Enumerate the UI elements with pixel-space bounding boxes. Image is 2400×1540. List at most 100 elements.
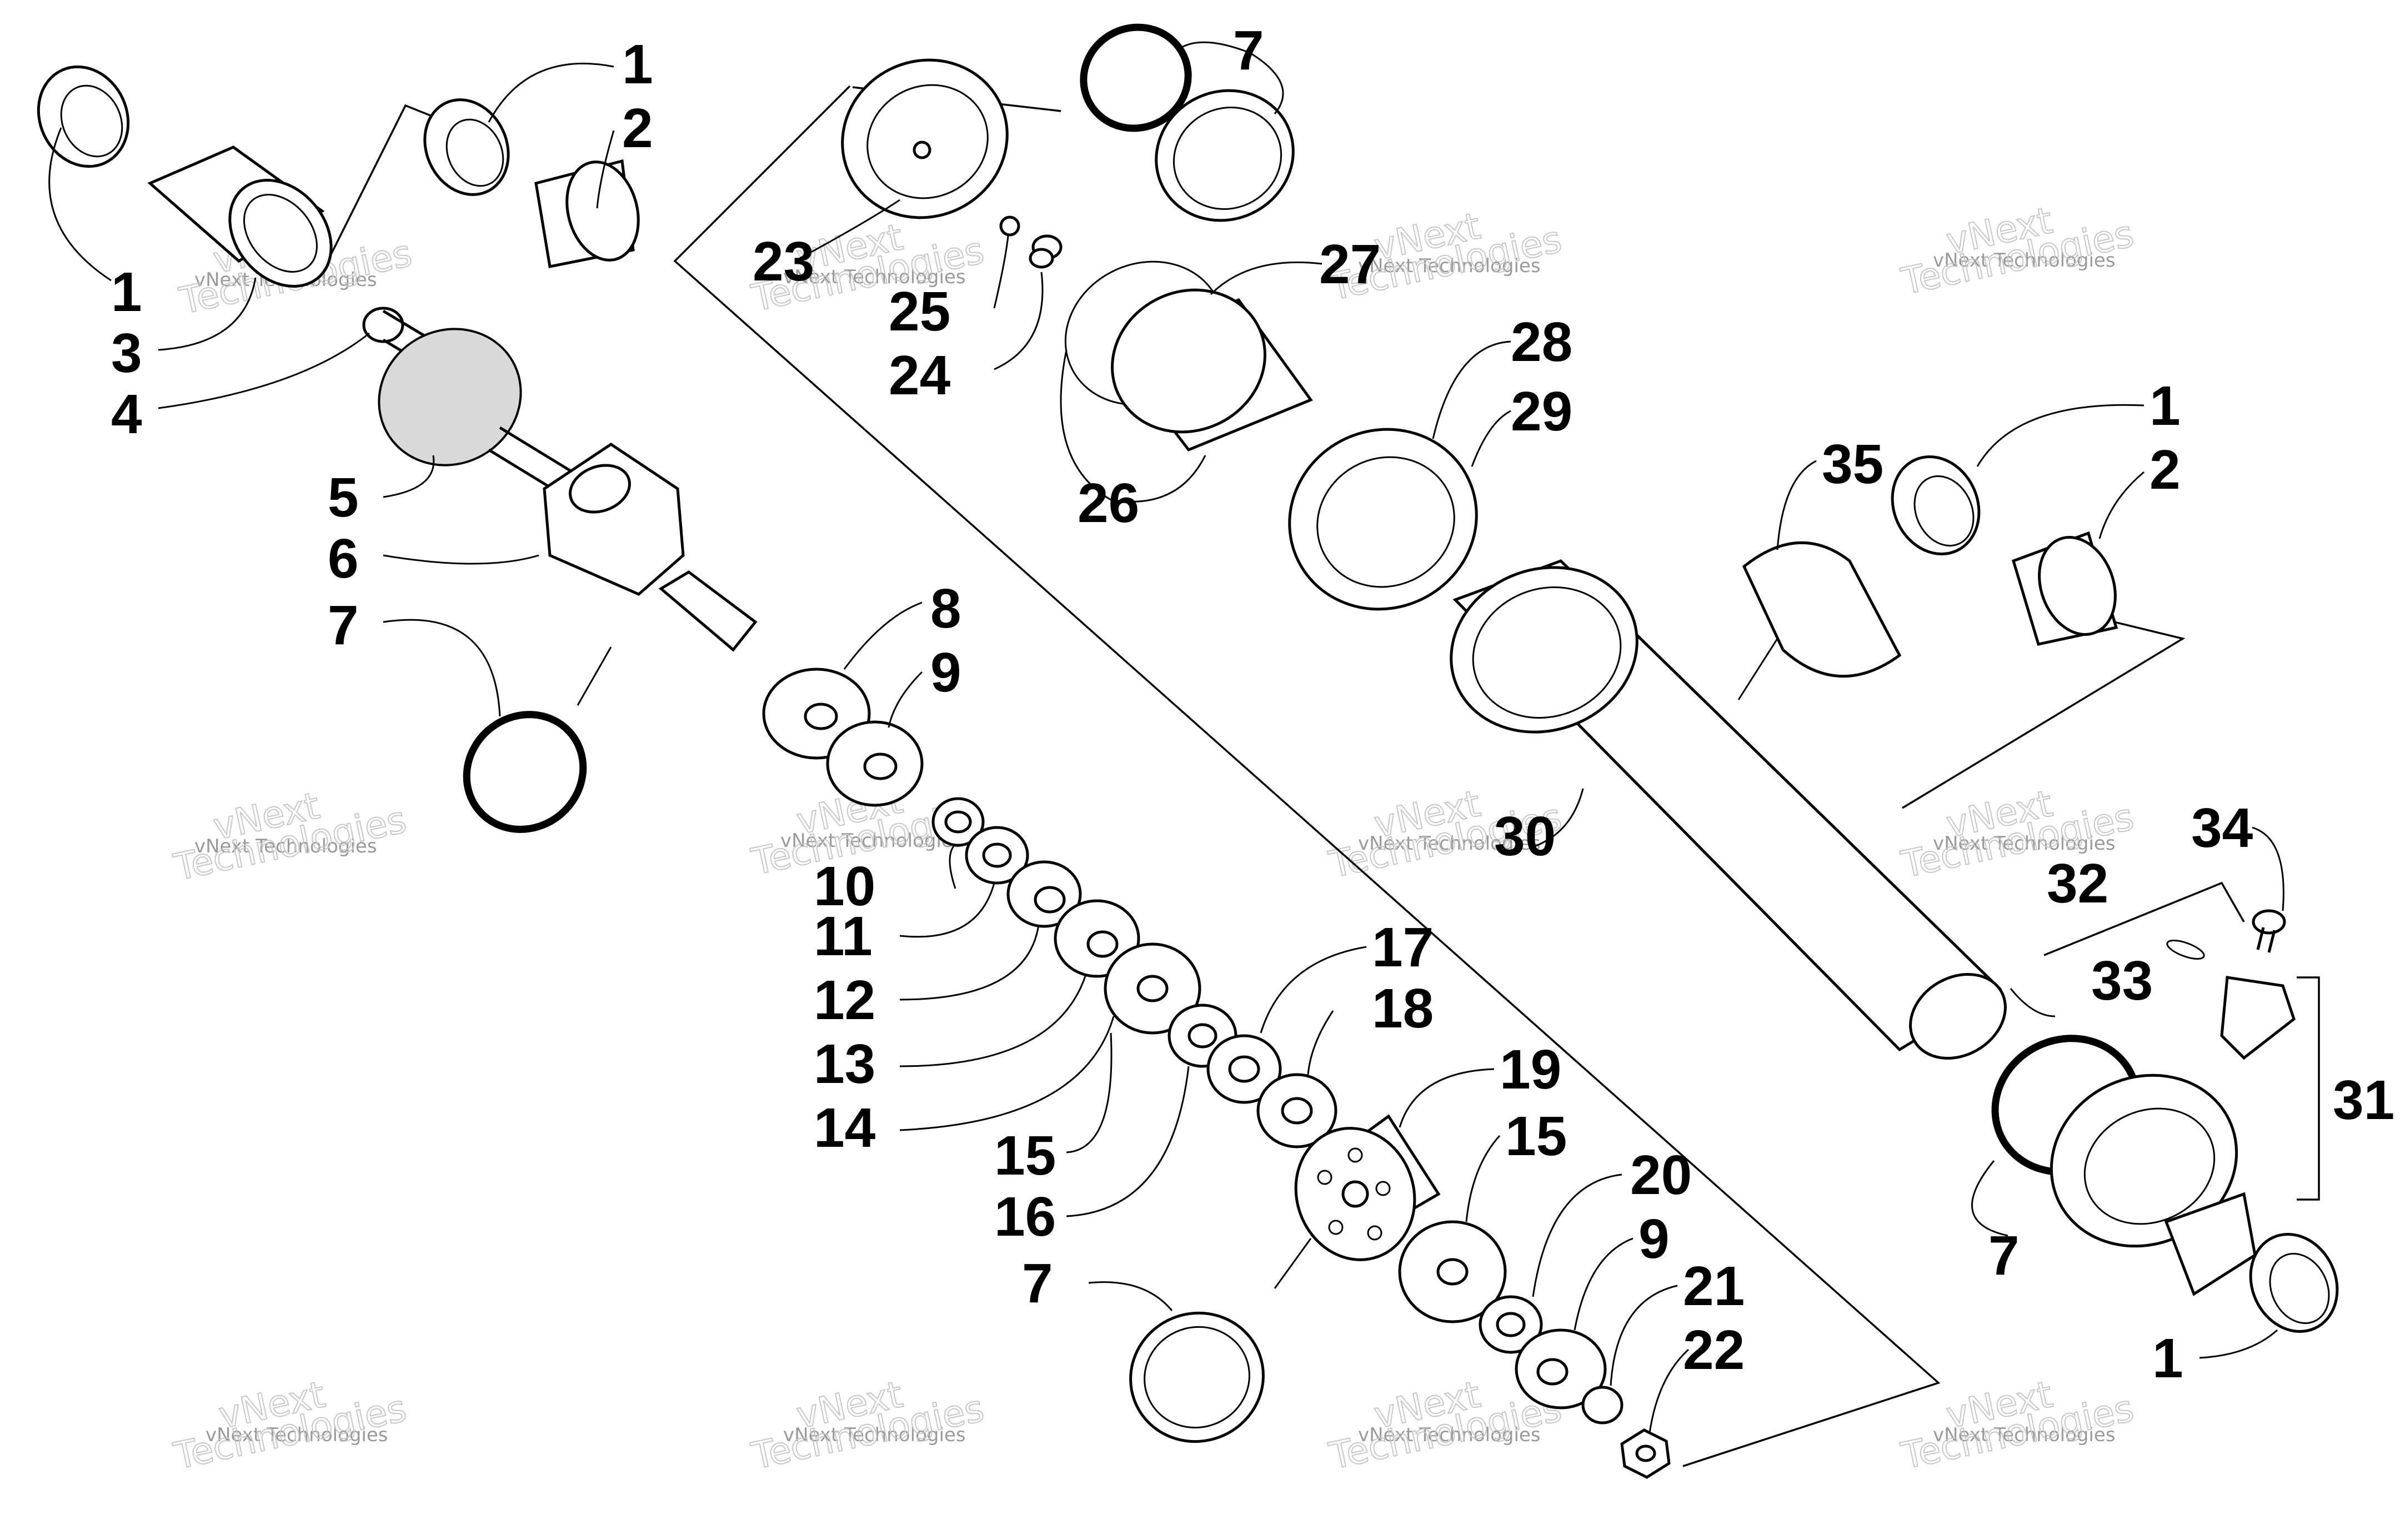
callout-label: 24 bbox=[889, 344, 951, 407]
leader-3 bbox=[158, 277, 257, 351]
leader-6 bbox=[383, 554, 539, 565]
callout-label: 7 bbox=[1233, 19, 1264, 82]
leader-35 bbox=[1776, 460, 1817, 550]
leader-7 bbox=[1971, 1160, 2008, 1237]
leader-18 bbox=[1307, 1010, 1334, 1075]
watermark-text: vNext Technologies bbox=[1933, 1424, 2116, 1446]
top-left-frame-line bbox=[327, 104, 434, 262]
callout-label: 7 bbox=[1022, 1252, 1053, 1315]
callout-label: 23 bbox=[753, 230, 814, 293]
leader-7 bbox=[383, 619, 501, 717]
leader-26-b bbox=[1110, 455, 1206, 503]
bushing-1-top-left bbox=[37, 65, 130, 168]
wear-band-7 bbox=[1129, 1311, 1265, 1443]
callout-label: 8 bbox=[930, 578, 961, 640]
watermark: vNext Technologies vNext Technologies bbox=[1897, 198, 2138, 304]
bumper-5 bbox=[378, 328, 522, 466]
callout-label: 17 bbox=[1372, 916, 1434, 979]
body-30 bbox=[1450, 559, 2007, 1060]
callout-label: 5 bbox=[328, 466, 359, 529]
callout-label: 1 bbox=[2152, 1327, 2183, 1389]
bushing-1-upper bbox=[423, 98, 510, 196]
callout-label: 32 bbox=[2047, 852, 2108, 915]
callout-label: 34 bbox=[2191, 797, 2253, 859]
watermark: vNext Technologies vNext Technologies bbox=[747, 215, 988, 320]
callout-label: 3 bbox=[111, 322, 142, 384]
seal-ring-7-top bbox=[1155, 89, 1295, 222]
leader-13 bbox=[899, 974, 1087, 1067]
callout-label: 14 bbox=[814, 1097, 876, 1159]
washer-21 bbox=[1581, 1386, 1624, 1424]
fitting-frame-line bbox=[2043, 881, 2245, 956]
leader-24 bbox=[994, 272, 1044, 370]
watermark-text: vNext Technologies bbox=[1933, 249, 2116, 272]
callout-label: 15 bbox=[1505, 1105, 1567, 1167]
leader-5 bbox=[383, 455, 435, 498]
leader-15 bbox=[1465, 1135, 1501, 1222]
reservoir-cap-23 bbox=[841, 58, 1009, 219]
leader-4 bbox=[158, 332, 370, 409]
leader-9 bbox=[888, 671, 923, 728]
shim-12 bbox=[1006, 860, 1082, 928]
leader-1 bbox=[48, 127, 112, 282]
shim-17 bbox=[1256, 1073, 1337, 1148]
shim-10 bbox=[931, 797, 985, 847]
leader-7 bbox=[1088, 1281, 1173, 1311]
leader-15 bbox=[1066, 1032, 1113, 1153]
watermark-text: vNext Technologies bbox=[1358, 832, 1541, 855]
guard-35 bbox=[1742, 541, 1902, 678]
screw-34 bbox=[2252, 909, 2286, 953]
callout-label: 31 bbox=[2333, 1069, 2394, 1131]
leader-22 bbox=[1649, 1348, 1690, 1433]
leader-7-tick bbox=[577, 646, 612, 706]
callout-label: 33 bbox=[2091, 950, 2153, 1012]
fitting-32 bbox=[2220, 976, 2296, 1060]
callout-label: 2 bbox=[622, 97, 653, 159]
leader-7 bbox=[1249, 52, 1284, 114]
callout-label: 9 bbox=[1639, 1208, 1670, 1270]
callout-label: 15 bbox=[994, 1125, 1056, 1187]
callout-label: 9 bbox=[930, 641, 961, 704]
leader-1 bbox=[2199, 1329, 2278, 1359]
callout-label: 19 bbox=[1500, 1039, 1561, 1101]
leader-35-tick bbox=[1737, 638, 1778, 700]
shim-14 bbox=[1104, 942, 1201, 1035]
bushing-1-right-lower bbox=[2249, 1232, 2339, 1333]
callout-label: 27 bbox=[1319, 233, 1381, 295]
leader-26 bbox=[1060, 349, 1111, 501]
leader-30 bbox=[1532, 788, 1584, 848]
valve-assembly-frame bbox=[673, 85, 1941, 1467]
watermark-text: vNext Technologies bbox=[194, 835, 377, 857]
callout-label: 26 bbox=[1078, 472, 1139, 534]
leader-23 bbox=[799, 199, 900, 259]
callout-label: 30 bbox=[1494, 805, 1556, 867]
leader-7-tick bbox=[1274, 1238, 1312, 1289]
spring-nut-28 bbox=[1288, 428, 1478, 611]
callout-label: 16 bbox=[994, 1186, 1056, 1248]
callout-label: 28 bbox=[1511, 311, 1572, 373]
leader-8 bbox=[843, 601, 923, 670]
shaft-eye-6 bbox=[543, 442, 685, 596]
leader-11 bbox=[899, 882, 995, 938]
callout-labels: 1 2 1 3 4 5 6 7 7 23 25 24 27 26 28 29 3… bbox=[111, 19, 2394, 1389]
bushing-1-right-upper bbox=[1891, 455, 1981, 556]
washer-9-upper bbox=[826, 720, 924, 807]
bracket-31 bbox=[2297, 976, 2320, 1201]
shim-16 bbox=[1206, 1034, 1282, 1104]
leader-28 bbox=[1432, 340, 1511, 439]
callout-label: 10 bbox=[814, 855, 875, 917]
callout-label: 7 bbox=[1988, 1225, 2020, 1287]
leader-12 bbox=[899, 924, 1040, 1001]
valve-24 bbox=[1029, 234, 1063, 269]
o-ring-7-top bbox=[1080, 23, 1192, 132]
leader-25 bbox=[993, 235, 1009, 309]
leader-20 bbox=[1532, 1173, 1622, 1297]
callout-label: 20 bbox=[1630, 1144, 1692, 1206]
leader-29 bbox=[1471, 410, 1511, 467]
piston-19 bbox=[1294, 1114, 1441, 1261]
watermark-text: vNext Technologies bbox=[1358, 255, 1541, 277]
callout-label: 1 bbox=[622, 33, 653, 96]
callout-label: 2 bbox=[2150, 439, 2181, 501]
callout-label: 25 bbox=[889, 280, 950, 343]
washer-9-lower bbox=[1515, 1328, 1607, 1409]
